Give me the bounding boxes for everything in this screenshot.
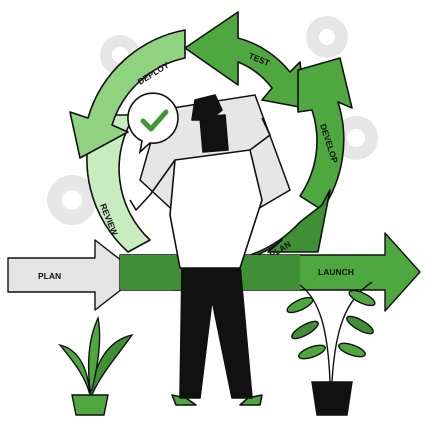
cycle-segment-review	[86, 114, 151, 253]
checkmark-bubble-icon	[127, 92, 179, 155]
cycle-segment-test	[184, 11, 306, 109]
gear-icon	[306, 16, 348, 58]
person-illustration	[129, 94, 271, 406]
cycle-segment-deploy	[69, 29, 186, 159]
potted-plant-illustration	[58, 315, 134, 416]
launch-arrow-label: LAUNCH	[318, 267, 354, 277]
launch-output-arrow: LAUNCH	[119, 232, 421, 312]
gear-icon	[334, 116, 378, 160]
potted-plant-illustration	[286, 281, 376, 416]
plan-input-arrow: PLAN	[7, 239, 141, 311]
plan-arrow-label: PLAN	[38, 271, 61, 281]
gear-icon	[47, 175, 97, 225]
